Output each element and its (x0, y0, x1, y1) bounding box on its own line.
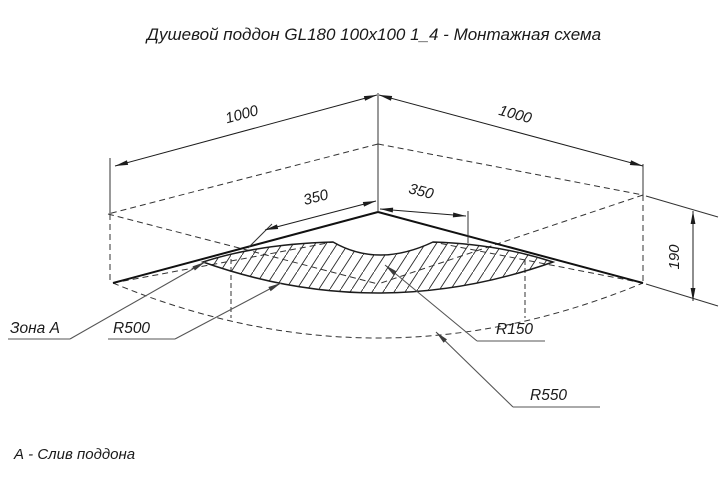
drawing-title: Душевой поддон GL180 100x100 1_4 - Монта… (145, 25, 601, 44)
extension-height-bottom (645, 283, 719, 307)
leader-r500 (174, 282, 282, 340)
leader-zone-a (69, 261, 206, 340)
bounding-box-dashed (107, 143, 644, 339)
r550-label: R550 (530, 387, 567, 404)
box-edge-back-left (107, 143, 379, 215)
leader-r150 (384, 264, 478, 342)
r500-label: R500 (113, 320, 150, 337)
extension-height-top (645, 195, 719, 218)
dim-right-width-label: 1000 (497, 102, 534, 127)
r150-label: R150 (496, 321, 533, 338)
dim-line-left-width (114, 94, 378, 167)
dim-height-label: 190 (666, 244, 683, 270)
dimension-lines (114, 94, 696, 301)
dim-line-right-offset (379, 207, 467, 218)
dim-line-right-width (378, 94, 644, 167)
hidden-rim-edge-right (432, 241, 644, 284)
dim-left-offset-label: 350 (302, 186, 331, 209)
drain-zone-hatch (200, 241, 556, 294)
dim-left-width-label: 1000 (223, 102, 260, 127)
zone-a-label: Зона А (10, 320, 60, 337)
dim-line-left-offset (264, 200, 377, 231)
rim-edge-right (377, 211, 644, 284)
dim-right-offset-label: 350 (407, 180, 436, 203)
leader-lines (8, 261, 600, 408)
drain-note: А - Слив поддона (13, 446, 135, 463)
leader-r550 (435, 331, 514, 408)
floor-arc-r550 (112, 282, 644, 339)
